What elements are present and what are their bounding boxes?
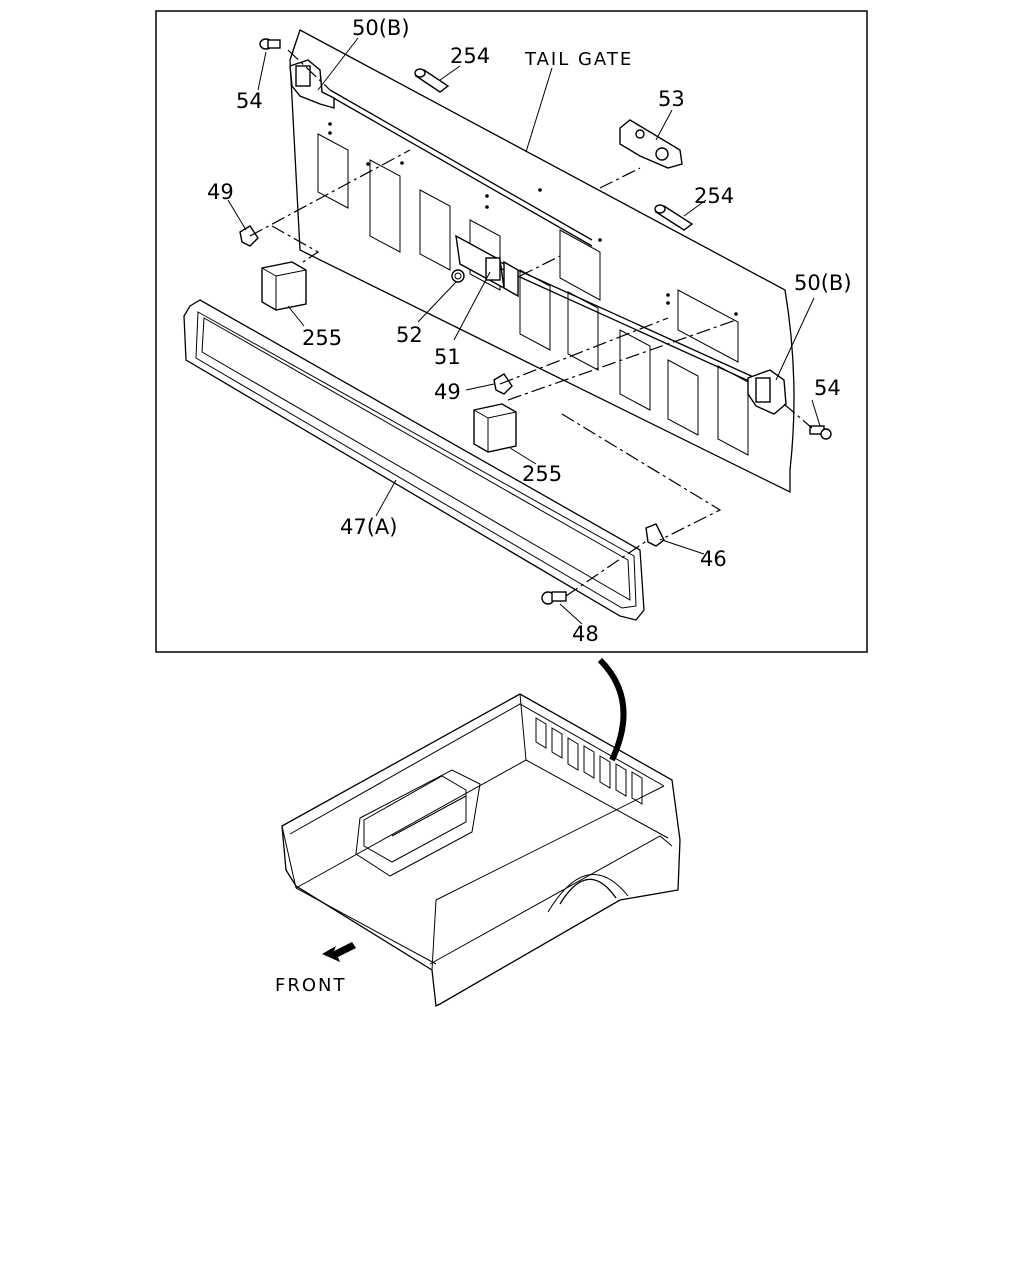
pin-254-top [414,68,450,93]
tailgate-panel [289,29,795,494]
callout-47a: 47(A) [340,515,397,539]
callout-46: 46 [700,547,727,571]
front-indicator: FRONT [275,942,356,996]
clip-46 [645,523,665,547]
callout-54-left: 54 [236,89,263,113]
detail-frame [155,10,868,653]
truck-bed [281,693,681,1007]
callout-53: 53 [658,87,685,111]
hinge-53 [619,119,683,169]
lock-50b-left [289,59,335,109]
pin-254-right [654,204,694,231]
callout-50b-top: 50(B) [352,16,410,40]
callout-labels: 50(B) 54 254 TAIL GATE 53 254 49 255 52 … [207,16,852,646]
handle-51 [455,234,519,298]
callout-254-top: 254 [450,44,490,68]
callout-54-right: 54 [814,376,841,400]
callout-51: 51 [434,345,461,369]
callout-tail-gate: TAIL GATE [524,49,633,70]
leader-lines [227,37,821,625]
callout-254-right: 254 [694,184,734,208]
clip-49-mid [493,373,513,395]
nut-52 [451,269,465,283]
lock-rods [329,89,761,387]
callout-49-left: 49 [207,180,234,204]
reference-arrow [597,657,627,762]
block-255-left [261,261,307,311]
front-label: FRONT [275,975,347,996]
seal-47a [183,299,645,621]
callout-49-mid: 49 [434,380,461,404]
callout-50b-right: 50(B) [794,271,852,295]
callout-48: 48 [572,622,599,646]
bolt-54-right [809,425,832,440]
lock-50b-right [747,369,787,415]
clip-49-left [239,225,259,247]
guide-lines [249,49,813,597]
bolt-54-left [259,38,281,50]
callout-52: 52 [396,323,423,347]
block-255-mid [473,403,517,453]
callout-255-mid: 255 [522,462,562,486]
front-arrow-icon [322,942,356,962]
callout-255-left: 255 [302,326,342,350]
screw-48 [541,591,567,605]
